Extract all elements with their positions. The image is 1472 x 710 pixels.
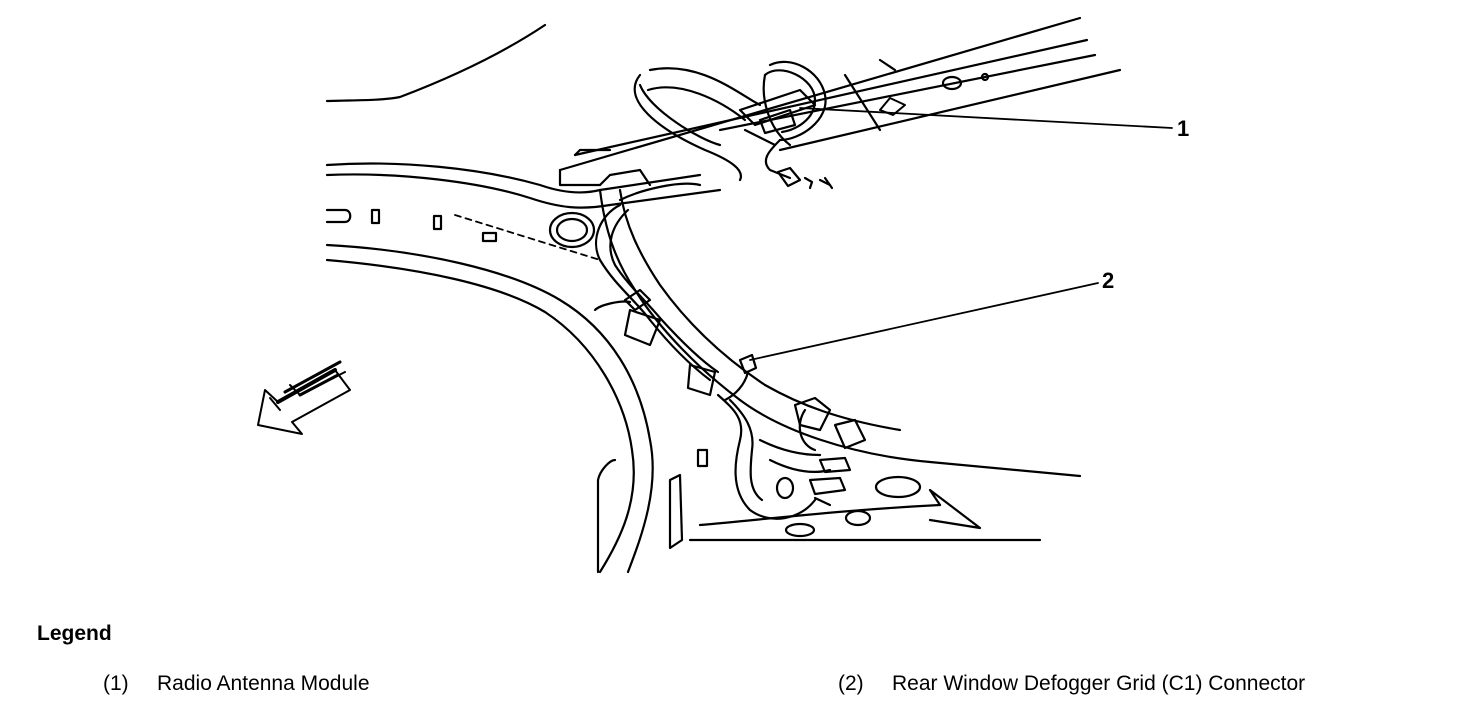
legend-item-number: (2) [838,672,864,695]
callout-leader-lines [749,107,1173,361]
roof-rail [558,16,1122,187]
vehicle-rear-window-wiring-diagram [257,16,1173,574]
legend-title: Legend [37,622,112,645]
radio-antenna-module [633,60,834,190]
leader-line-2 [749,282,1099,361]
roof-panel-outline [325,23,547,103]
legend-item-label: Radio Antenna Module [157,672,370,695]
legend-item: (2) Rear Window Defogger Grid (C1) Connec… [838,672,1305,696]
legend-item: (1) Radio Antenna Module [103,672,370,696]
rear-window-defogger-grid-connector [716,353,867,520]
leader-line-1 [799,107,1173,129]
legend-item-label: Rear Window Defogger Grid (C1) Connector [892,672,1306,695]
legend-item-number: (1) [103,672,129,695]
callout-number-1: 1 [1177,116,1190,141]
antenna-harness [593,168,720,397]
quarter-panel [596,458,1042,574]
panel-cutouts [325,208,709,550]
forward-direction-arrow [257,360,351,435]
callout-number-2: 2 [1102,268,1115,293]
rear-window-frame [325,162,1082,574]
